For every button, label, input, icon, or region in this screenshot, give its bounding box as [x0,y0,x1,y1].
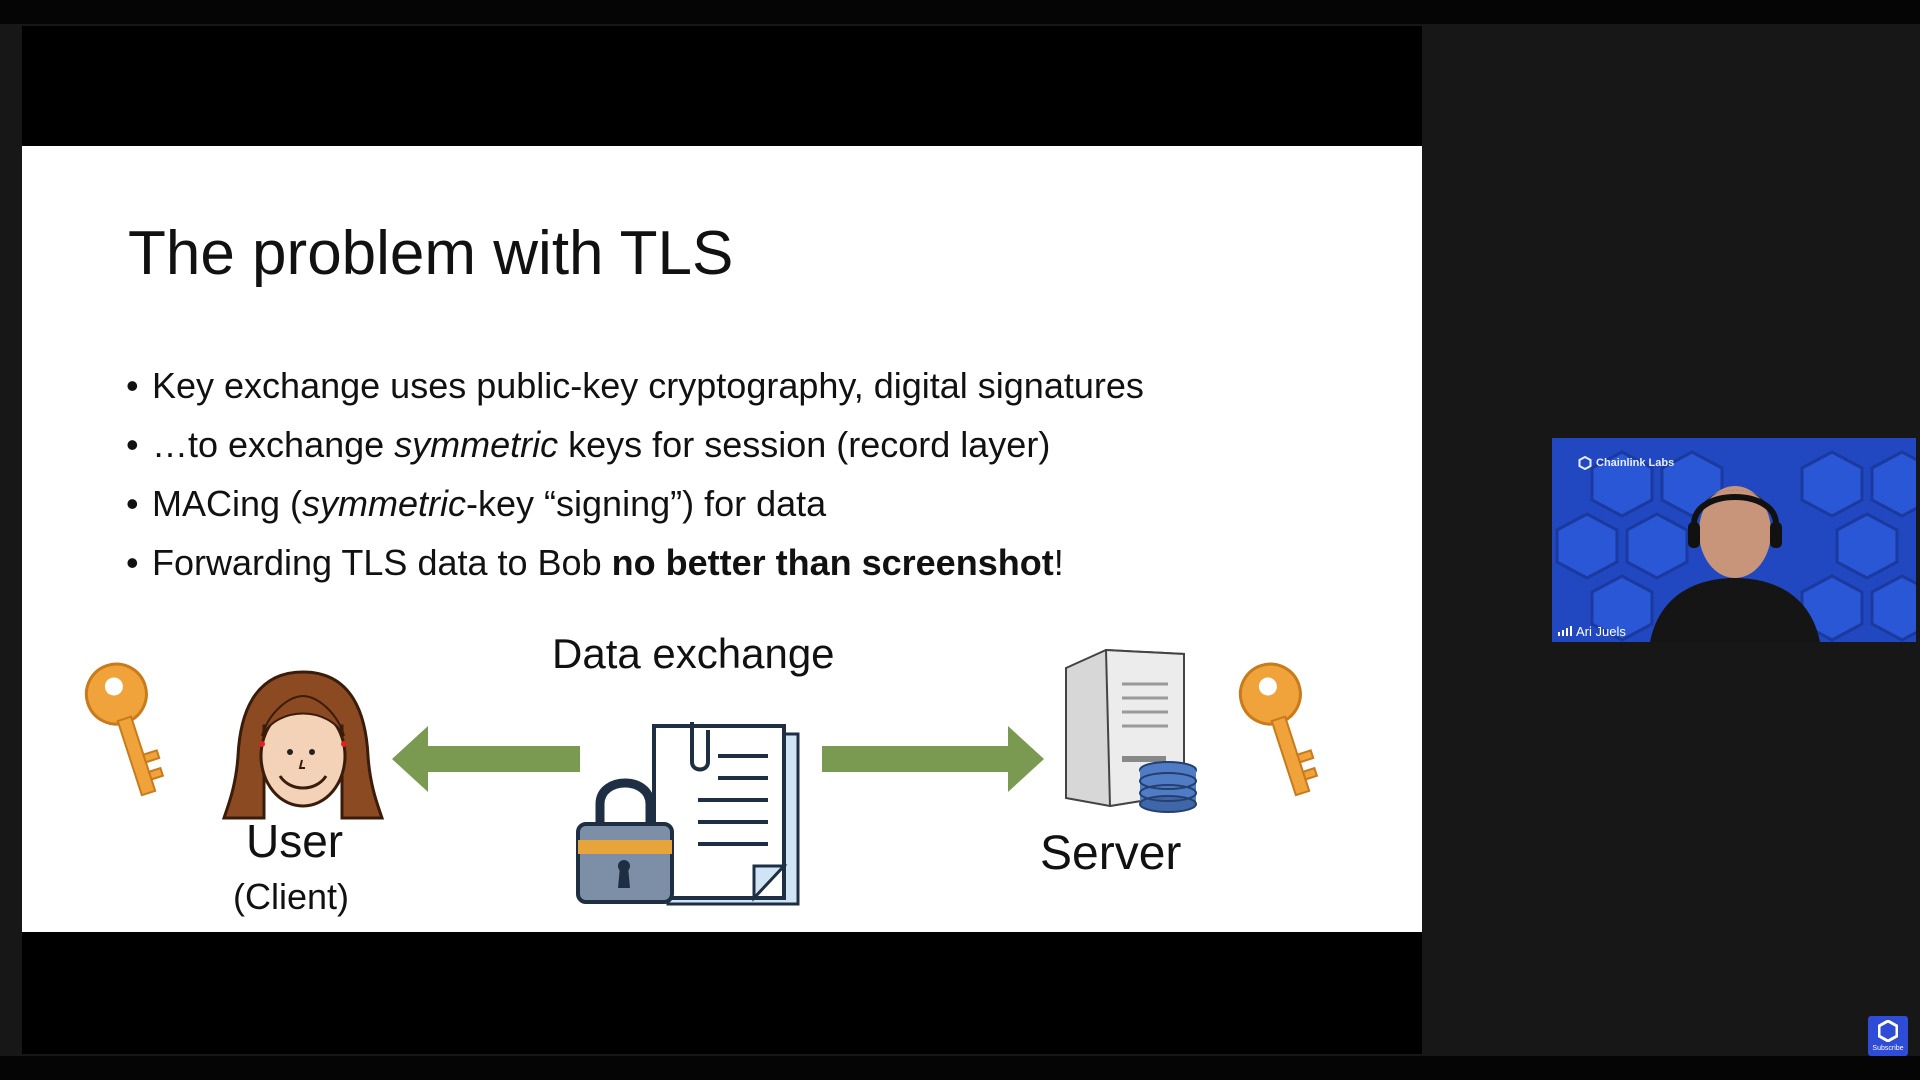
participant-person-icon [1650,486,1820,642]
screen-share-area: The problem with TLS • Key exchange uses … [22,26,1422,1054]
bullet-text: keys for session (record layer) [558,424,1051,465]
bullet-text: ! [1053,542,1064,583]
data-exchange-label: Data exchange [552,630,835,677]
hexagon-pattern-icon [1555,450,1916,642]
bullet-item: • MACing (symmetric-key “signing”) for da… [126,474,1144,533]
bullet-item: • …to exchange symmetric keys for session… [126,415,1144,474]
bullet-item: • Key exchange uses public-key cryptograp… [126,356,1144,415]
server-label: Server [1040,827,1182,880]
key-icon [84,662,165,797]
subscribe-label: Subscribe [1872,1045,1904,1052]
bullet-item: • Forwarding TLS data to Bob no better th… [126,533,1144,592]
server-icon [1065,648,1197,813]
arrow-left-icon [392,726,580,792]
bullet-text: Key exchange uses public-key cryptograph… [152,365,1144,406]
arrow-right-icon [822,726,1044,792]
bullet-glyph: • [126,365,139,406]
chainlink-logo-icon [1878,1020,1898,1042]
client-label: (Client) [233,876,350,917]
bullet-text: Forwarding TLS data to Bob [152,542,612,583]
bullet-bold: no better than screenshot [611,542,1054,583]
bottom-bar [0,1056,1920,1080]
bullet-glyph: • [126,424,139,465]
bullet-glyph: • [126,483,139,524]
user-label: User [246,815,344,867]
subscribe-button[interactable]: Subscribe [1868,1016,1908,1056]
bullet-italic: symmetric [302,483,467,524]
key-icon [1238,662,1319,797]
user-avatar-icon [221,670,385,820]
participant-name: Ari Juels [1576,624,1626,639]
video-brand-label: Chainlink Labs [1596,457,1675,469]
signal-strength-icon [1558,626,1572,636]
bullet-glyph: • [126,542,139,583]
slide-title: The problem with TLS [128,219,734,288]
participant-video-tile[interactable]: Chainlink Labs Ari Juels [1552,438,1916,642]
top-bar [0,0,1920,24]
bullet-list: • Key exchange uses public-key cryptograp… [126,356,1144,592]
bullet-text: …to exchange [152,424,395,465]
chainlink-logo-icon [1578,456,1592,470]
bullet-italic: symmetric [394,424,559,465]
presentation-slide: The problem with TLS • Key exchange uses … [22,146,1422,932]
locked-document-icon [576,722,800,906]
bullet-text: MACing ( [152,483,303,524]
bullet-text: -key “signing”) for data [466,483,827,524]
